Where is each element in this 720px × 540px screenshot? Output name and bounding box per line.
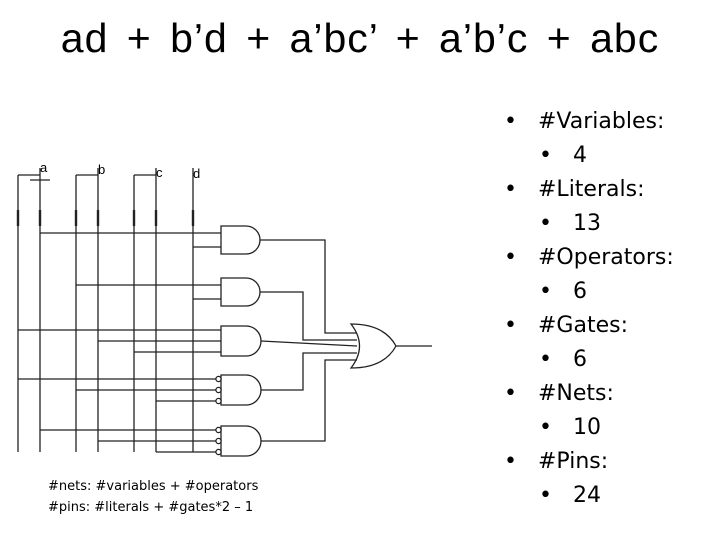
or-gate [349, 323, 397, 369]
stat-nets: • #Nets: • 10 [504, 377, 714, 445]
bullet-icon: • [504, 109, 517, 134]
nets-formula: #nets: #variables + #operators [48, 479, 259, 494]
and-gate-4 [220, 374, 262, 406]
input-label-b: b [98, 162, 105, 177]
stat-label: #Literals: [538, 177, 645, 202]
stat-value: 6 [573, 279, 587, 304]
bullet-icon: • [539, 279, 552, 304]
bullet-icon: • [504, 313, 517, 338]
stat-value: 10 [573, 415, 601, 440]
stat-label: #Gates: [538, 313, 628, 338]
slide-title: ad + b’d + a’bc’ + a’b’c + abc [60, 15, 660, 61]
formula-notes: #nets: #variables + #operators #pins: #l… [48, 476, 258, 518]
stat-label: #Variables: [538, 109, 665, 134]
stat-label: #Operators: [538, 245, 674, 270]
stat-pins: • #Pins: • 24 [504, 445, 714, 513]
stat-operators: • #Operators: • 6 [504, 241, 714, 309]
bullet-icon: • [539, 211, 552, 236]
and-gate-2 [220, 277, 261, 307]
stat-value: 4 [573, 143, 587, 168]
stat-gates: • #Gates: • 6 [504, 309, 714, 377]
bullet-icon: • [504, 177, 517, 202]
and-gate-1 [220, 225, 261, 255]
input-label-c: c [156, 165, 163, 180]
stat-value: 6 [573, 347, 587, 372]
bullet-icon: • [539, 415, 552, 440]
circuit-stats-list: • #Variables: • 4 • #Literals: • 13 • #Operat… [504, 105, 714, 513]
stat-label: #Pins: [538, 449, 609, 474]
and-gate-3 [220, 325, 262, 357]
input-label-a: a [40, 160, 48, 175]
and-gate-5 [220, 425, 262, 457]
stat-variables: • #Variables: • 4 [504, 105, 714, 173]
bullet-icon: • [504, 381, 517, 406]
stat-literals: • #Literals: • 13 [504, 173, 714, 241]
bullet-icon: • [504, 245, 517, 270]
input-label-d: d [193, 166, 200, 181]
stat-value: 13 [573, 211, 601, 236]
bullet-icon: • [539, 143, 552, 168]
bullet-icon: • [539, 347, 552, 372]
pins-formula: #pins: #literals + #gates*2 – 1 [48, 500, 254, 515]
bullet-icon: • [504, 449, 517, 474]
stat-label: #Nets: [538, 381, 614, 406]
stat-value: 24 [573, 483, 601, 508]
bullet-icon: • [539, 483, 552, 508]
